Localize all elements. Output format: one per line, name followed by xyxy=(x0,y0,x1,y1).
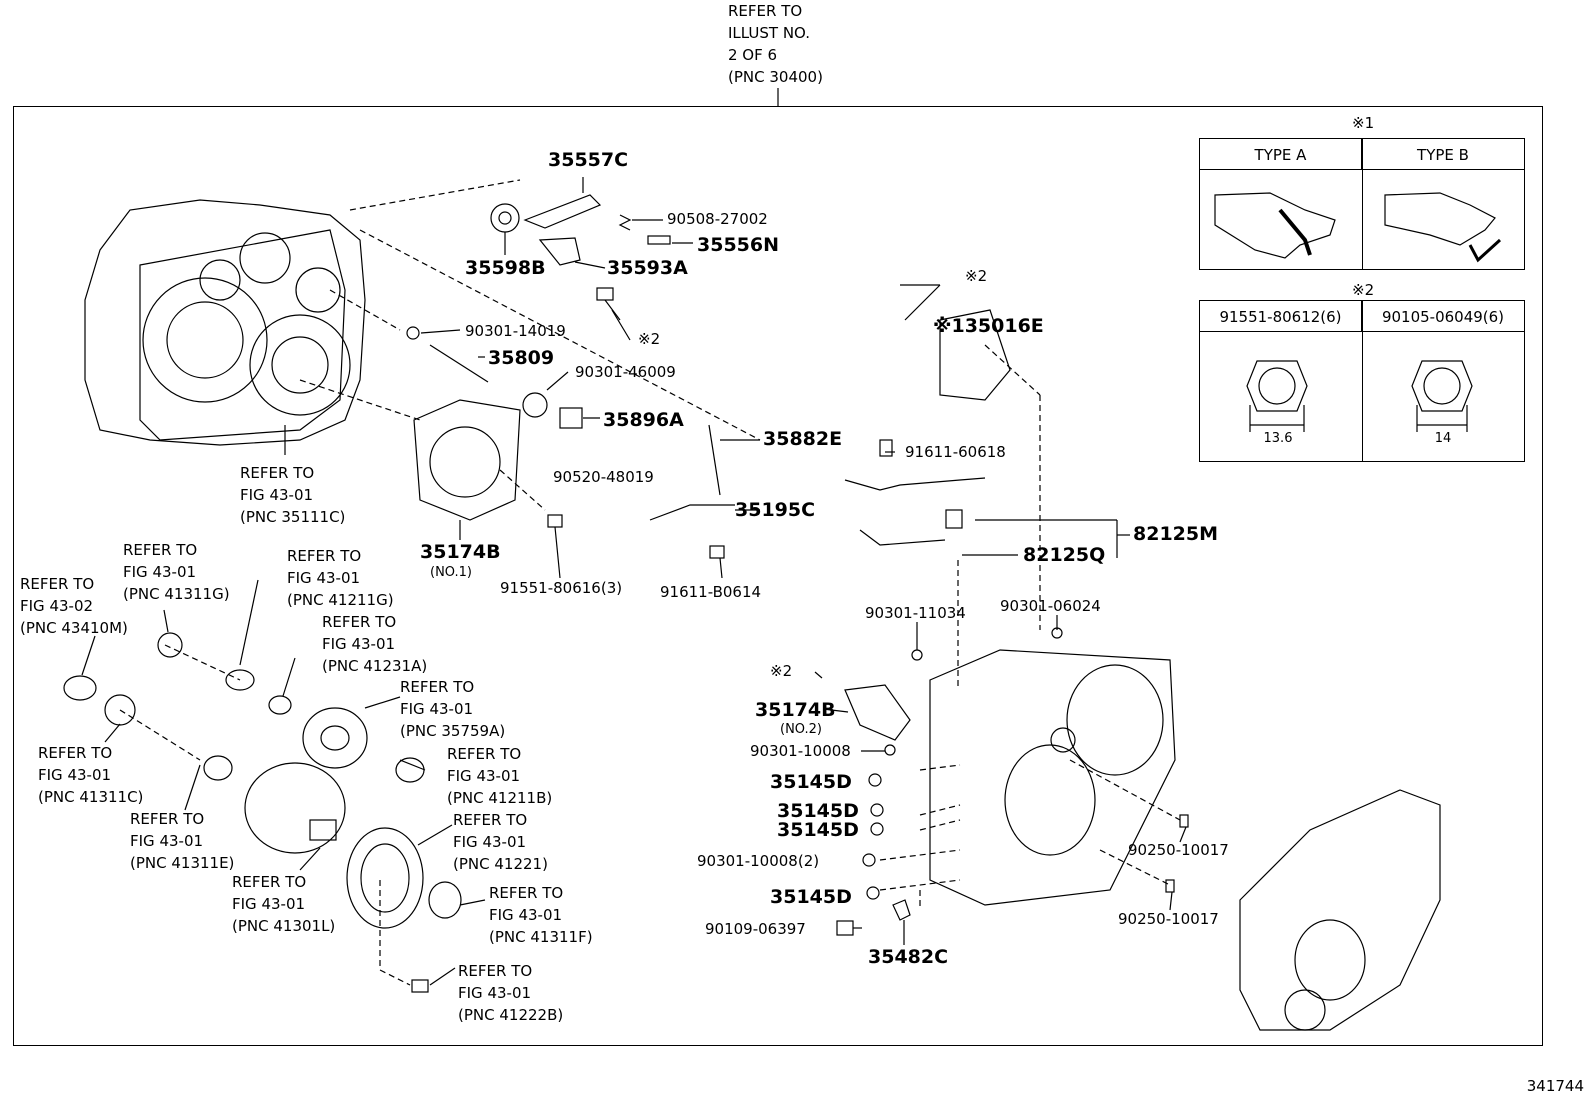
part-35482C: 35482C xyxy=(868,946,949,968)
type-box-marker: ※1 xyxy=(1352,114,1375,132)
transaxle-case-drawing xyxy=(84,199,366,446)
part-91551-80616: 91551-80616(3) xyxy=(500,579,623,597)
part-91611-B0614: 91611-B0614 xyxy=(660,583,762,601)
marker-2-b: ※2 xyxy=(965,267,988,285)
part-35174B-no1: (NO.1) xyxy=(430,565,472,580)
part-35174B: 35174B xyxy=(420,541,501,563)
part-35598B: 35598B xyxy=(465,257,546,279)
part-90250-10017-a: 90250-10017 xyxy=(1128,841,1229,859)
part-82125M: 82125M xyxy=(1133,523,1219,545)
part-90301-06024: 90301-06024 xyxy=(1000,597,1101,615)
part-35882E: 35882E xyxy=(763,428,843,450)
part-35174B-no2-label: 35174B xyxy=(755,699,836,721)
part-35145D-2: 35145D xyxy=(777,800,859,822)
part-82125Q: 82125Q xyxy=(1023,544,1106,566)
bolt-a-label: 91551-80612(6) xyxy=(1219,308,1342,326)
part-90301-14019: 90301-14019 xyxy=(465,322,566,340)
bolt-b-label: 90105-06049(6) xyxy=(1381,308,1505,326)
part-35174B-no2: (NO.2) xyxy=(780,722,822,737)
type-b-column xyxy=(1362,139,1525,269)
part-35016E: ※135016E xyxy=(933,315,1044,337)
type-box: TYPE A TYPE B xyxy=(1199,138,1525,270)
part-91611-60618: 91611-60618 xyxy=(905,443,1006,461)
part-90508-27002: 90508-27002 xyxy=(667,210,768,228)
type-b-label: TYPE B xyxy=(1417,146,1469,164)
part-35557C: 35557C xyxy=(548,149,629,171)
marker-2-c: ※2 xyxy=(770,662,793,680)
part-35195C: 35195C xyxy=(735,499,816,521)
part-35896A: 35896A xyxy=(603,409,684,431)
bolt-b-header xyxy=(1362,301,1524,332)
marker-2-a: ※2 xyxy=(638,330,661,348)
part-90250-10017-b: 90250-10017 xyxy=(1118,910,1219,928)
diagram-frame xyxy=(13,106,1543,1046)
bolt-box: 91551-80612(6) 90105-06049(6) 13.6 14 xyxy=(1199,300,1525,462)
part-35809: 35809 xyxy=(488,347,555,369)
type-a-label: TYPE A xyxy=(1254,146,1307,164)
bolt-a-header xyxy=(1200,301,1362,332)
type-a-header xyxy=(1200,139,1362,170)
type-b-header xyxy=(1362,139,1524,170)
part-90301-10008-2: 90301-10008(2) xyxy=(697,852,820,870)
part-90520-48019: 90520-48019 xyxy=(553,468,654,486)
part-35145D-4: 35145D xyxy=(770,886,852,908)
bolt-b-dimension: 14 xyxy=(1434,431,1452,446)
part-35145D-3: 35145D xyxy=(777,819,859,841)
figure-number: 341744 xyxy=(1526,1077,1584,1095)
part-90109-06397: 90109-06397 xyxy=(705,920,806,938)
part-90301-10008: 90301-10008 xyxy=(750,742,851,760)
part-35556N: 35556N xyxy=(697,234,780,256)
part-35593A: 35593A xyxy=(607,257,688,279)
part-90301-11034: 90301-11034 xyxy=(865,604,966,622)
bolt-box-marker: ※2 xyxy=(1352,281,1375,299)
bolt-b-column xyxy=(1362,301,1525,461)
part-35145D-1: 35145D xyxy=(770,771,852,793)
bolt-a-dimension: 13.6 xyxy=(1263,431,1293,446)
part-90301-46009: 90301-46009 xyxy=(575,363,676,381)
